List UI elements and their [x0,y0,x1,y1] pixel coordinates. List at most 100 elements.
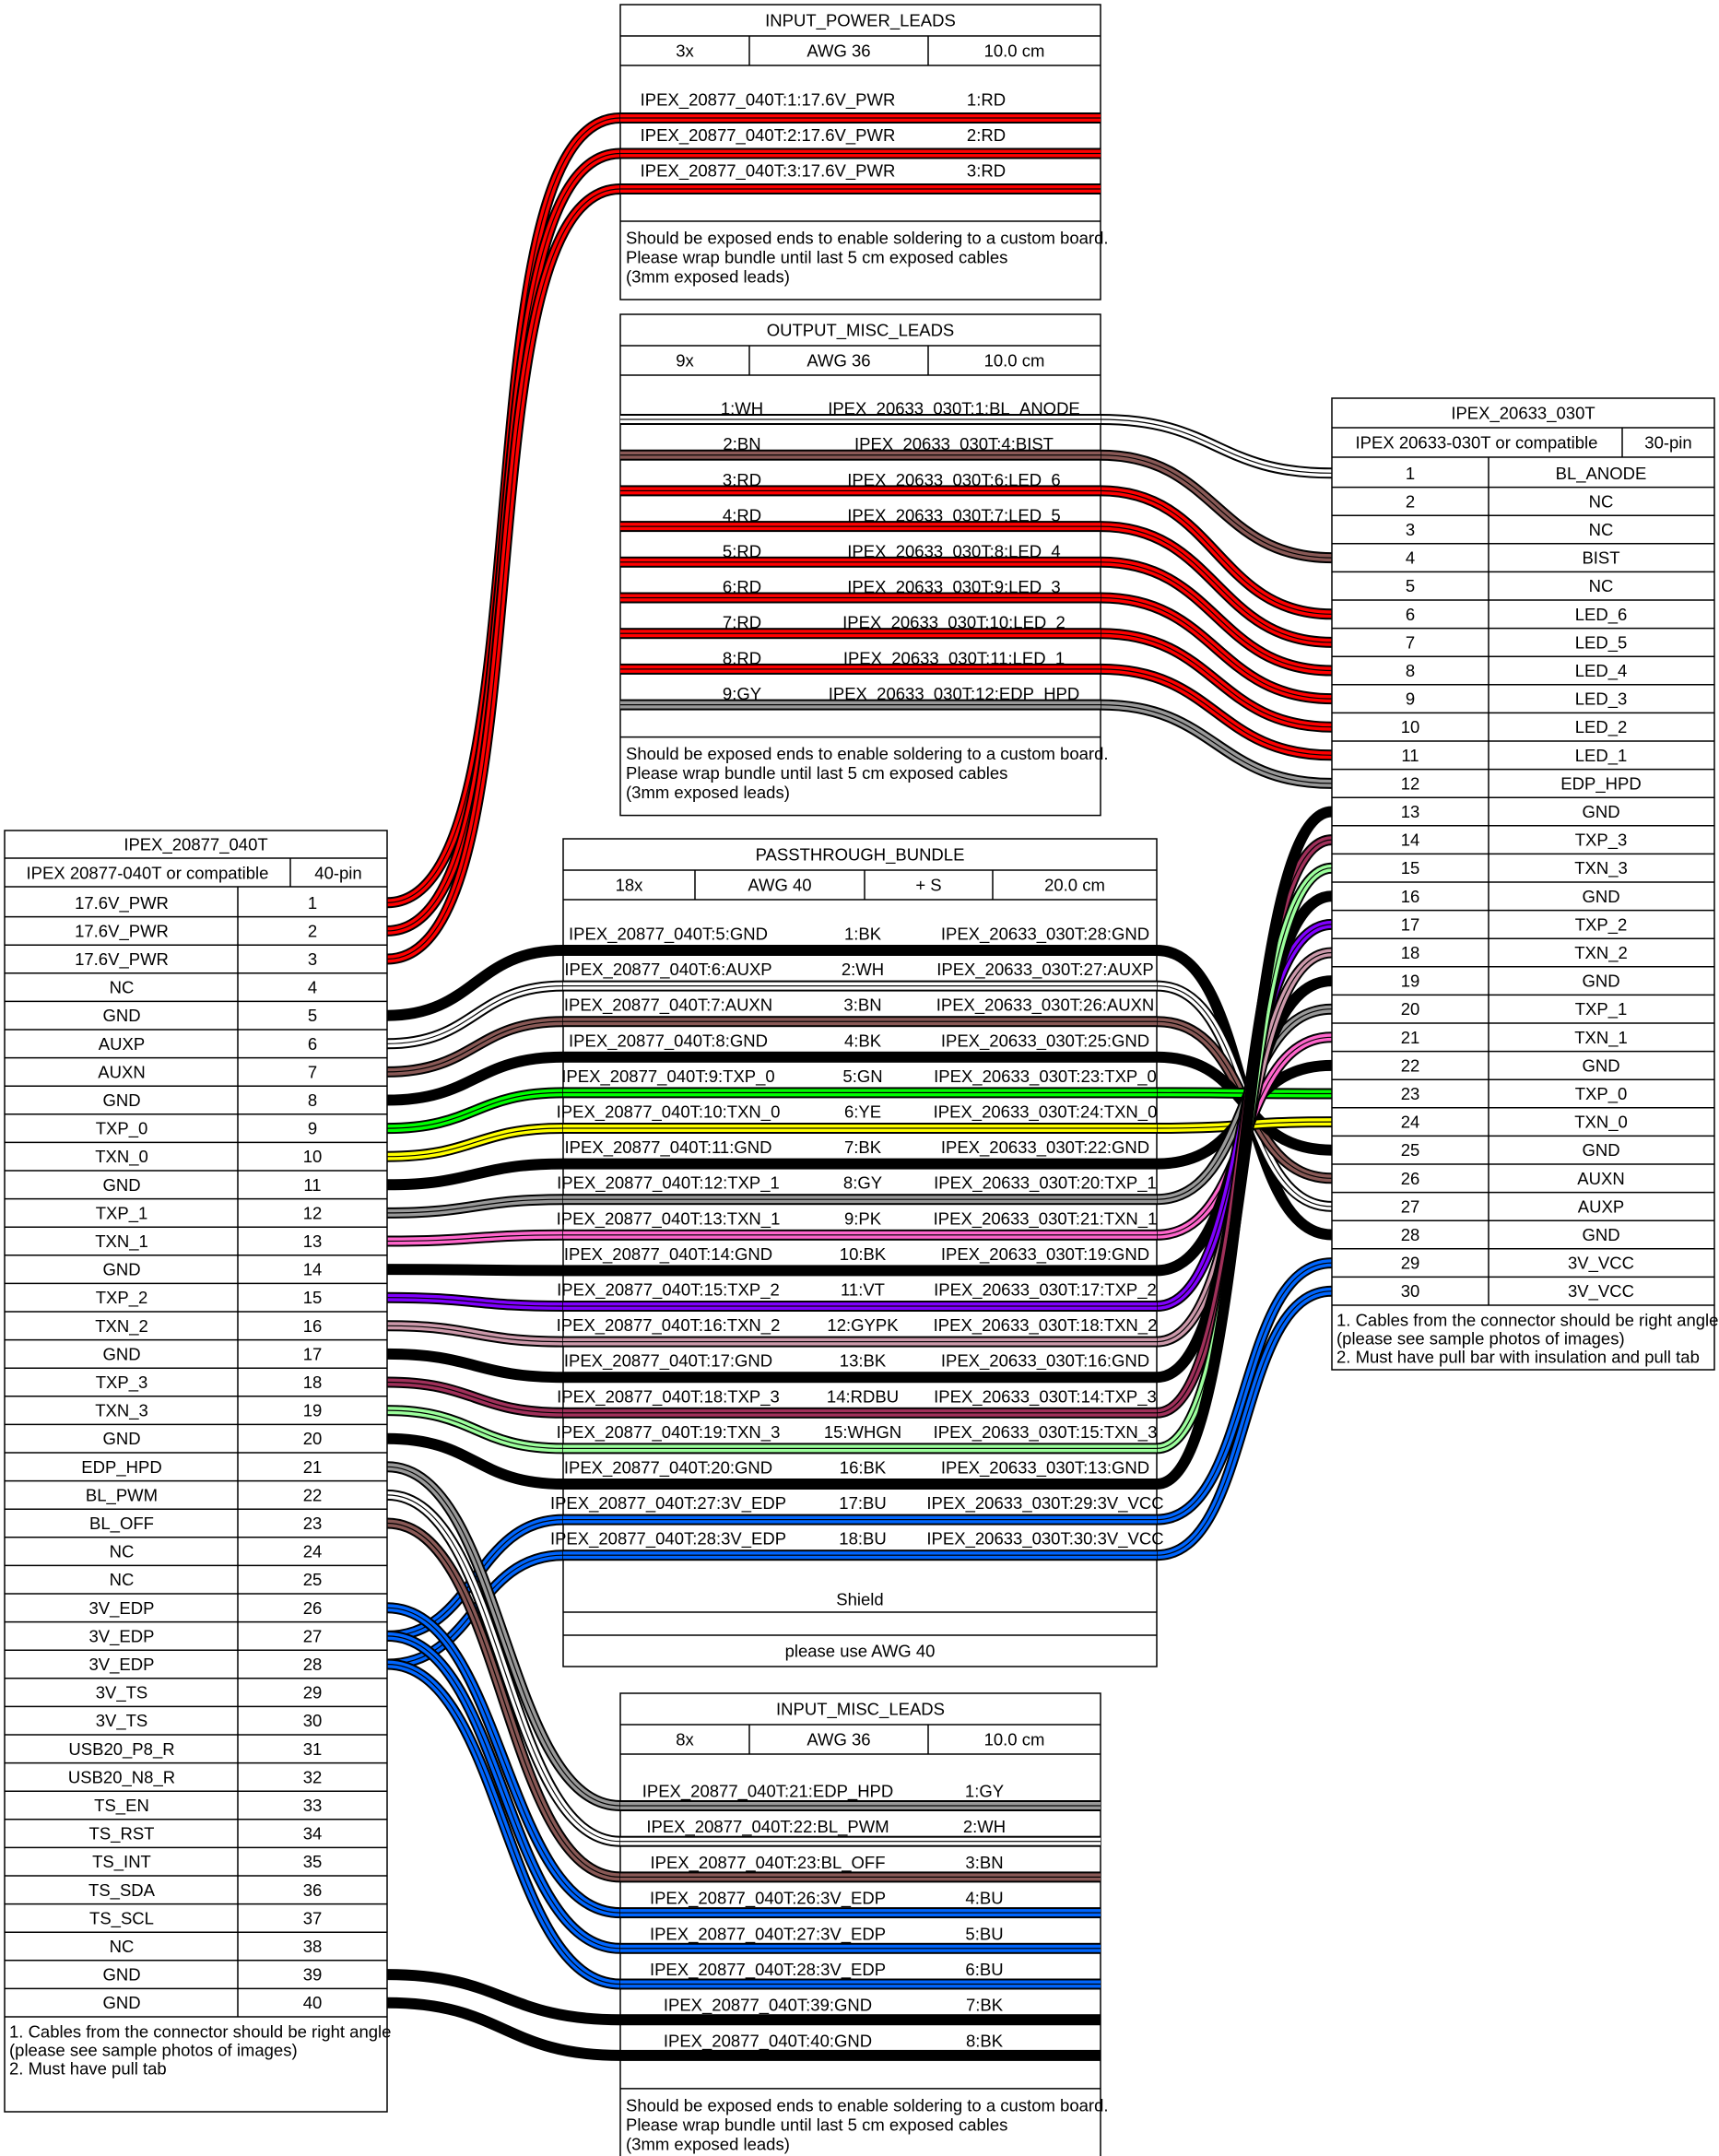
wire-stripe [620,414,1101,425]
cable-spec: 10.0 cm [984,1730,1045,1750]
pin-number: 11 [1401,746,1419,765]
pin-number: 9 [1406,689,1415,709]
wire-stripe [620,628,1101,640]
pin-number: 24 [1401,1113,1420,1132]
wire-id-label: 6:RD [723,577,761,596]
passthrough-wire-left [386,1158,564,1191]
pin-label: NC [110,1937,135,1956]
pin-number: 3 [1406,520,1415,539]
pin-label: GND [1582,802,1619,821]
wire-stripe [563,1087,1157,1099]
pin-number: 8 [308,1090,317,1110]
pin-label: NC [1589,576,1614,595]
wire-stripe [563,1301,1157,1312]
wire-stripe [563,1372,1157,1384]
pin-label: AUXP [99,1034,145,1054]
pin-number: 2 [1406,491,1415,511]
connector-note: 1. Cables from the connector should be r… [9,2022,391,2042]
passthrough-wire-left [386,1405,564,1455]
pin-label: TXP_3 [1575,831,1628,851]
pin-label: 17.6V_PWR [75,949,169,970]
pin-label: TXP_1 [1575,999,1628,1019]
input-misc-wire [386,1630,621,1954]
pin-label: GND [102,1260,140,1279]
wire-paths [386,112,1334,2061]
connector-type: IPEX 20877-040T or compatible [27,864,269,883]
pin-label: LED_4 [1575,661,1628,681]
pin-label: GND [102,1429,140,1448]
pin-number: 36 [303,1880,323,1900]
left-connector-box [4,830,388,2113]
pin-number: 27 [303,1626,323,1645]
pin-label: BL_PWM [86,1485,158,1505]
pin-label: LED_2 [1575,717,1628,737]
wire-id-label: 6:BU [965,1960,1003,1979]
passthrough-wire-left [386,1348,564,1384]
connector-type: IPEX 20633-030T or compatible [1356,433,1598,453]
shield-label: Shield [836,1590,883,1609]
wire-stripe [620,2014,1101,2026]
wire-source-label: IPEX_20877_040T:14:GND [564,1244,772,1265]
pin-label: TXP_3 [96,1373,148,1393]
pin-label: NC [110,1542,135,1561]
wire-stripe [563,1158,1157,1170]
pin-number: 15 [1401,858,1420,878]
pin-number: 37 [303,1908,323,1927]
pin-number: 40 [303,1993,323,2012]
wire-stripe [563,1549,1157,1561]
pin-label: AUXN [98,1062,145,1081]
pin-number: 27 [1401,1196,1420,1216]
wire-source-label: IPEX_20877_040T:3:17.6V_PWR [641,161,896,182]
pin-label: NC [1589,520,1614,539]
pin-number: 13 [303,1231,323,1251]
wire-id-label: 3:BN [965,1853,1003,1872]
pin-number: 26 [1401,1169,1420,1188]
pin-label: LED_1 [1575,746,1628,766]
wire-source-label: IPEX_20877_040T:23:BL_OFF [650,1853,885,1873]
wire-stripe [620,449,1101,461]
wire-id-label: 4:BU [965,1889,1003,1908]
pin-label: GND [102,1965,140,1985]
wire-stripe [620,2049,1101,2061]
cable-spec: 10.0 cm [984,41,1045,61]
pin-label: TXN_3 [1574,858,1628,878]
pin-number: 25 [303,1570,323,1589]
input-misc-wire [386,1461,621,1811]
cable-note: Should be exposed ends to enable solderi… [626,744,1109,763]
pin-number: 30 [1401,1281,1420,1301]
pin-number: 24 [303,1542,323,1561]
output-wire [1100,485,1333,620]
cable-spec: AWG 36 [807,41,870,61]
pin-label: TXN_0 [1574,1113,1628,1133]
pin-label: TXP_2 [96,1288,148,1308]
wire-id-label: 7:BK [844,1137,882,1157]
wire-id-label: 4:BK [844,1031,882,1050]
pin-label: GND [1582,972,1619,991]
pin-number: 20 [303,1429,323,1448]
pin-label: 3V_EDP [89,1655,155,1675]
cable-spec: 3x [676,41,694,61]
pin-label: TXP_0 [1575,1084,1628,1104]
wire-id-label: 10:BK [840,1244,887,1264]
connector-note: (please see sample photos of images) [1336,1329,1625,1349]
wire-dest-label: IPEX_20633_030T:16:GND [941,1351,1149,1372]
wire-source-label: IPEX_20877_040T:12:TXP_1 [557,1173,780,1194]
wire-stripe [563,1265,1157,1277]
pin-label: TXN_2 [95,1316,148,1337]
pin-label: BL_OFF [89,1514,154,1534]
wire-stripe [620,1978,1101,1990]
pin-number: 16 [1401,887,1420,906]
wire-source-label: IPEX_20877_040T:21:EDP_HPD [642,1782,894,1802]
pin-label: BL_ANODE [1556,464,1647,484]
pin-number: 17 [303,1344,323,1363]
pin-label: TS_SCL [89,1908,154,1928]
wire-dest-label: IPEX_20633_030T:14:TXP_3 [934,1386,1157,1407]
wire-stripe [563,1123,1157,1134]
input-misc-wire [386,1602,621,1919]
wire-source-label: IPEX_20877_040T:28:3V_EDP [650,1960,886,1980]
pin-number: 12 [1401,773,1420,793]
passthrough-wire-left [386,980,564,1050]
pin-number: 19 [303,1401,323,1420]
passthrough-wire-left [386,1051,564,1106]
